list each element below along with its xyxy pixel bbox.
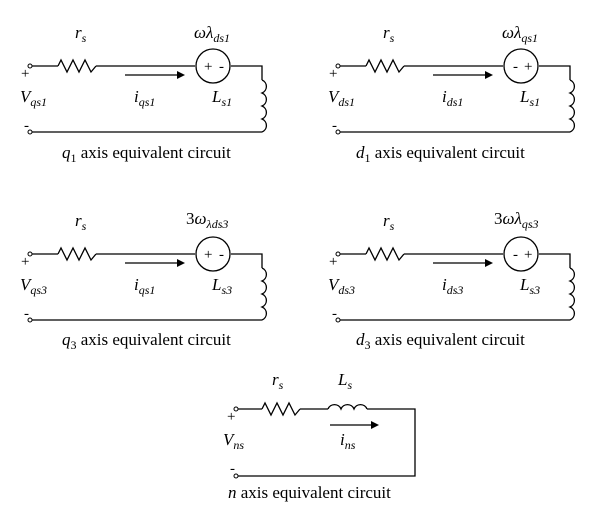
plus-sign: + [21, 66, 29, 82]
circuit-d1: rs ωλqs1 - + + Vds1 - ids1 Ls1 d1 axis e… [328, 23, 576, 165]
source-sign-left: + [204, 59, 212, 75]
resistor-label: rs [75, 23, 87, 45]
circuit-caption: d1 axis equivalent circuit [356, 143, 525, 165]
wire [238, 408, 416, 477]
plus-sign: + [329, 254, 337, 270]
voltage-label: Vds3 [328, 275, 355, 297]
voltage-label: Vds1 [328, 87, 355, 109]
inductor [260, 79, 268, 133]
inductor [327, 403, 368, 411]
source-sign-left: - [513, 59, 518, 75]
voltage-source [195, 48, 231, 84]
resistor-label: rs [75, 211, 87, 233]
minus-sign: - [230, 461, 235, 477]
circuit-caption: d3 axis equivalent circuit [356, 330, 525, 352]
source-sign-right: - [219, 59, 224, 75]
resistor-label: rs [383, 211, 395, 233]
voltage-label: Vqs3 [20, 275, 47, 297]
source-label: ωλds1 [194, 23, 230, 45]
wire [231, 65, 263, 80]
plus-sign: + [329, 66, 337, 82]
voltage-label: Vqs1 [20, 87, 47, 109]
source-label: ωλqs1 [502, 23, 538, 45]
source-sign-right: + [524, 59, 532, 75]
circuit-caption: n axis equivalent circuit [228, 483, 391, 502]
minus-sign: - [332, 118, 337, 134]
plus-sign: + [21, 254, 29, 270]
resistor [365, 246, 405, 262]
resistor [57, 246, 97, 262]
minus-sign: - [24, 118, 29, 134]
source-sign-right: - [219, 247, 224, 263]
voltage-source [503, 236, 539, 272]
voltage-source [503, 48, 539, 84]
minus-sign: - [332, 306, 337, 322]
source-sign-right: + [524, 247, 532, 263]
current-label: ins [340, 430, 356, 452]
circuit-caption: q1 axis equivalent circuit [62, 143, 231, 165]
wire [539, 253, 571, 268]
current-label: iqs1 [134, 87, 155, 109]
source-label: 3ωλds3 [186, 209, 228, 231]
source-sign-left: - [513, 247, 518, 263]
arrowhead [371, 421, 379, 429]
circuit-n: rs Ls + Vns - ins n axis equivalent circ… [223, 370, 416, 502]
inductor-label: Ls1 [211, 87, 232, 109]
arrowhead [177, 259, 185, 267]
circuit-q1: rs ωλds1 + - + Vqs1 - iqs1 Ls1 q1 axis e… [20, 23, 268, 165]
wire [231, 253, 263, 268]
arrowhead [485, 259, 493, 267]
circuit-d3: rs 3ωλqs3 - + + Vds3 - ids3 Ls3 d3 axis … [328, 209, 576, 352]
resistor-label: rs [272, 370, 284, 392]
arrowhead [177, 71, 185, 79]
inductor [260, 267, 268, 321]
inductor-label: Ls [337, 370, 352, 392]
inductor [568, 79, 576, 133]
current-label: ids3 [442, 275, 463, 297]
arrowhead [485, 71, 493, 79]
resistor-label: rs [383, 23, 395, 45]
inductor-label: Ls3 [211, 275, 232, 297]
resistor [57, 58, 97, 74]
inductor-label: Ls3 [519, 275, 540, 297]
circuit-q3: rs 3ωλds3 + - + Vqs3 - iqs1 Ls3 q3 axis … [20, 209, 268, 352]
resistor [365, 58, 405, 74]
plus-sign: + [227, 409, 235, 425]
current-label: iqs1 [134, 275, 155, 297]
source-label: 3ωλqs3 [494, 209, 539, 231]
inductor [568, 267, 576, 321]
current-label: ids1 [442, 87, 463, 109]
wire [539, 65, 571, 80]
source-sign-left: + [204, 247, 212, 263]
inductor-label: Ls1 [519, 87, 540, 109]
circuit-caption: q3 axis equivalent circuit [62, 330, 231, 352]
resistor [261, 401, 301, 417]
voltage-label: Vns [223, 430, 244, 452]
voltage-source [195, 236, 231, 272]
minus-sign: - [24, 306, 29, 322]
